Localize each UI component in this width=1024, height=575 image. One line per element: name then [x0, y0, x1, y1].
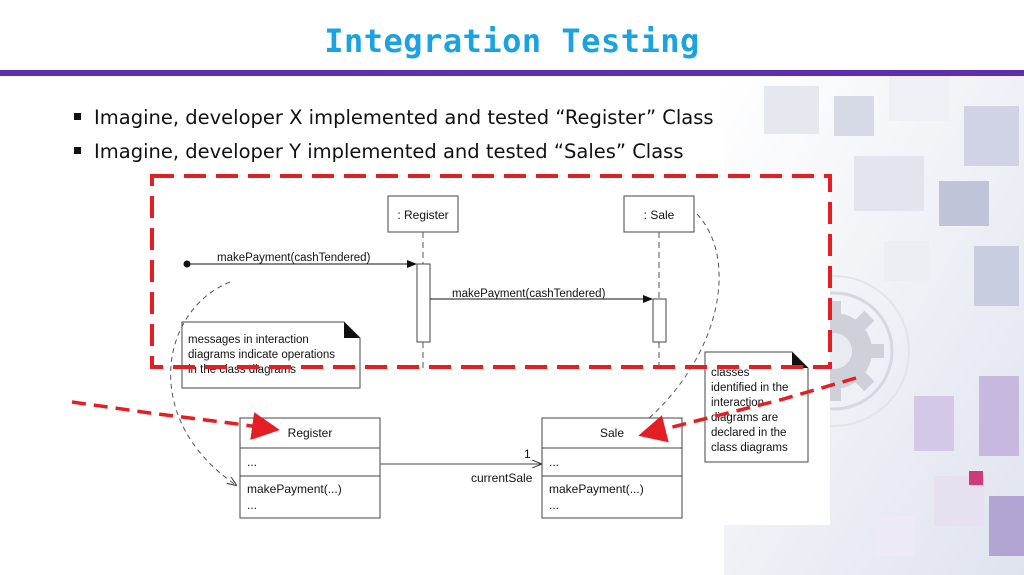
class-register-name: Register [288, 426, 333, 440]
title-divider [0, 70, 1024, 76]
message-2-label: makePayment(cashTendered) [452, 288, 606, 300]
association-label: currentSale [471, 471, 533, 485]
class-sale-attrs: ... [549, 455, 559, 469]
bullet-list: Imagine, developer X implemented and tes… [72, 103, 714, 171]
note-left-line: messages in interaction [188, 334, 309, 346]
class-register: Register ... makePayment(...) ... [239, 417, 381, 519]
lifeline-sale-label: : Sale [644, 208, 675, 222]
note-left-to-class-link [170, 281, 236, 485]
note-left: messages in interaction diagrams indicat… [181, 321, 361, 389]
class-register-more: ... [247, 498, 257, 512]
bullet-item: Imagine, developer Y implemented and tes… [72, 137, 714, 171]
bullet-marker [74, 147, 81, 154]
note-right-line: declared in the [711, 427, 786, 439]
note-right-line: class diagrams [711, 442, 788, 454]
bullet-item: Imagine, developer X implemented and tes… [72, 103, 714, 137]
highlight-box [150, 174, 832, 369]
association-multiplicity: 1 [524, 447, 531, 461]
note-right-line: interaction [711, 397, 764, 409]
message-1-label: makePayment(cashTendered) [217, 252, 371, 264]
note-right: classes identified in the interaction di… [704, 351, 809, 463]
class-register-op: makePayment(...) [247, 482, 342, 496]
class-sale-op: makePayment(...) [549, 482, 644, 496]
class-register-attrs: ... [247, 455, 257, 469]
highlight-arrow-right [638, 376, 857, 443]
highlight-arrow-left [71, 400, 280, 440]
class-sale-more: ... [549, 498, 559, 512]
lifeline-register: : Register [387, 195, 459, 372]
lifeline-sale: : Sale [623, 195, 695, 372]
bullet-text: Imagine, developer Y implemented and tes… [94, 140, 684, 163]
note-right-line: classes [711, 367, 750, 379]
note-left-line: diagrams indicate operations [188, 349, 335, 361]
slide-title: Integration Testing [324, 22, 700, 60]
note-right-line: identified in the [711, 382, 788, 394]
bullet-text: Imagine, developer X implemented and tes… [94, 106, 714, 129]
bullet-marker [74, 113, 81, 120]
note-right-line: diagrams are [711, 412, 778, 424]
class-sale: Sale ... makePayment(...) ... [541, 417, 683, 519]
class-sale-name: Sale [600, 426, 624, 440]
lifeline-register-label: : Register [397, 208, 448, 222]
